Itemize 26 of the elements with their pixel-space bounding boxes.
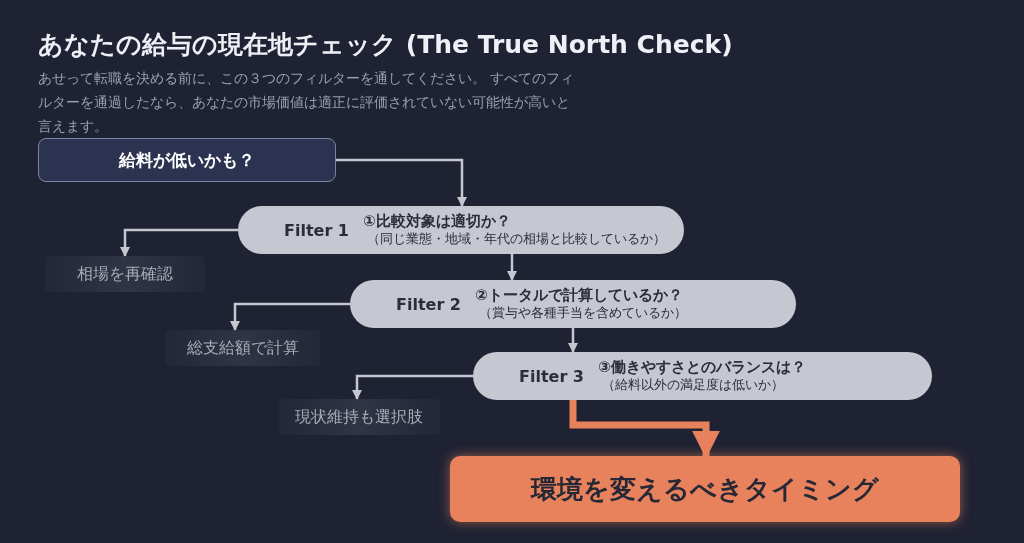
note-text: （給料以外の満足度は低いか） bbox=[602, 377, 785, 394]
subtitle: あせって転職を決める前に、この３つのフィルターを通してください。 すべてのフィルターを通過したなら、あなたの市場価値は適正に評価されていない可能性が高いと言えます。 bbox=[38, 69, 576, 136]
question-text: ①比較対象は適切か？ bbox=[363, 212, 512, 231]
title: あなたの給与の現在地チェック (The True North Check) bbox=[38, 29, 733, 61]
arrow bbox=[120, 228, 238, 257]
result-box: 環境を変えるべきタイミング bbox=[450, 456, 960, 522]
arrow bbox=[230, 302, 350, 331]
outcome-box: 総支給額で計算 bbox=[165, 330, 320, 366]
arrow bbox=[568, 328, 578, 353]
note-text: （賞与や各種手当を含めているか） bbox=[479, 305, 687, 322]
filter-label: Filter 3 bbox=[519, 366, 584, 386]
outcome-box: 現状維持も選択肢 bbox=[278, 399, 440, 435]
arrow bbox=[507, 254, 517, 281]
start-box: 給料が低いかも？ bbox=[38, 138, 336, 182]
filter-box bbox=[350, 280, 796, 328]
filter-box bbox=[238, 206, 684, 254]
question-text: ③働きやすさとのバランスは？ bbox=[598, 358, 806, 377]
filter-label: Filter 2 bbox=[396, 294, 461, 314]
note-text: （同じ業態・地域・年代の相場と比較しているか） bbox=[367, 231, 666, 248]
question-text: ②トータルで計算しているか？ bbox=[475, 286, 684, 305]
outcome-box: 相場を再確認 bbox=[45, 256, 205, 292]
filter-box bbox=[473, 352, 932, 400]
arrow bbox=[569, 400, 720, 459]
arrow bbox=[352, 374, 473, 400]
arrow bbox=[336, 158, 467, 207]
filter-label: Filter 1 bbox=[284, 220, 349, 240]
